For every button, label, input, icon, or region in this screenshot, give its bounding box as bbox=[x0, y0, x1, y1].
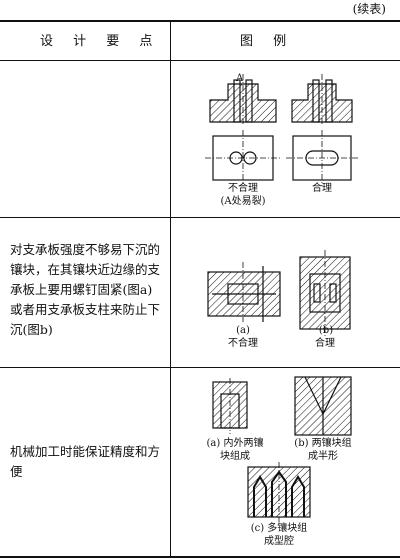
row1-caption-good: 合理 bbox=[312, 183, 332, 194]
row3-caption-a-1: (a) 内外两镶 bbox=[206, 438, 264, 449]
row1-caption-bad: 不合理 bbox=[228, 183, 258, 194]
row3-caption-b-1: (b) 两镶块组 bbox=[294, 438, 352, 449]
row2-caption-b: (b) bbox=[318, 325, 334, 336]
row-divider-2 bbox=[0, 367, 400, 368]
row2-caption-a: (a) bbox=[236, 325, 250, 336]
header-illustration: 图 例 bbox=[240, 34, 295, 49]
row3-caption-b-2: 成半形 bbox=[308, 451, 338, 462]
row2-figure bbox=[207, 250, 351, 336]
row2-caption-b-good: 合理 bbox=[315, 338, 335, 349]
row2-caption-a-bad: 不合理 bbox=[228, 338, 258, 349]
row1-label-a: A bbox=[236, 73, 244, 84]
row3-design-point: 机械加工时能保证精度和方便 bbox=[10, 444, 161, 479]
row3-caption-c-1: (c) 多镶块组 bbox=[250, 523, 308, 534]
design-table: 设 计 要 点 图 例 A 不合理 (A处易裂) 合理 对支承板强度不够 bbox=[0, 20, 400, 558]
row3-figure bbox=[212, 376, 352, 522]
row1-figure bbox=[205, 74, 358, 186]
row2-design-point: 对支承板强度不够易下沉的镶块，在其镶块近边缘的支承板上要用螺钉固紧(图a)或者用… bbox=[10, 242, 161, 337]
header-divider bbox=[0, 60, 400, 61]
row3-caption-a-2: 块组成 bbox=[220, 451, 250, 462]
header-design-points: 设 计 要 点 bbox=[40, 34, 161, 49]
continued-label: (续表) bbox=[352, 2, 386, 16]
row3-caption-c-2: 成型腔 bbox=[264, 536, 294, 547]
column-divider bbox=[170, 22, 171, 556]
row1-caption-bad-note: (A处易裂) bbox=[220, 196, 266, 207]
row-divider-1 bbox=[0, 217, 400, 218]
